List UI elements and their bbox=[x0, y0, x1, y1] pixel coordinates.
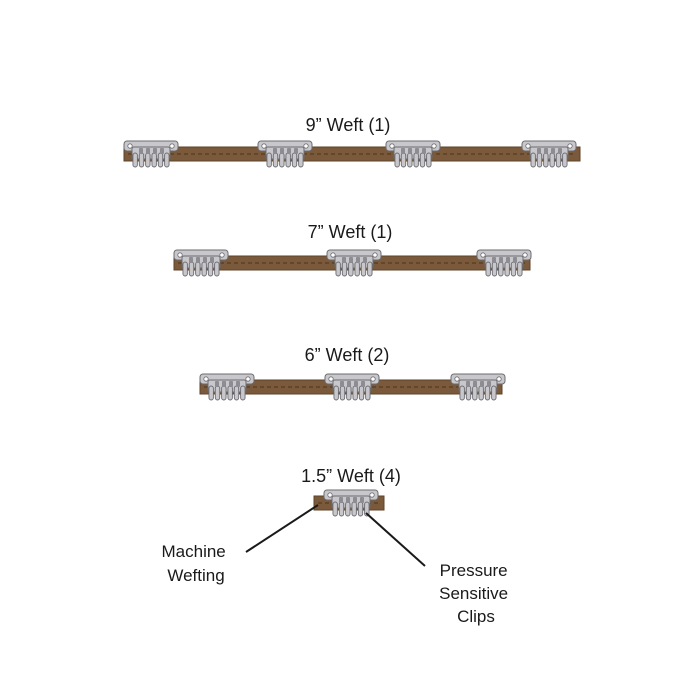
weft-1-5in: 1.5” Weft (4) bbox=[301, 466, 401, 517]
callout-pressure-line-2: Sensitive bbox=[439, 584, 508, 603]
weft-1-5in-title: 1.5” Weft (4) bbox=[301, 466, 401, 486]
weft-9in: 9” Weft (1) bbox=[123, 115, 581, 168]
clip-icon bbox=[323, 489, 379, 517]
weft-6in: 6” Weft (2) bbox=[199, 345, 506, 401]
weft-9in-graphic bbox=[123, 140, 581, 168]
weft-7in: 7” Weft (1) bbox=[173, 222, 532, 277]
callout-machine-line-1: Machine bbox=[162, 542, 226, 561]
callout-line-pressure-clips bbox=[365, 512, 426, 567]
weft-7in-graphic bbox=[173, 249, 532, 277]
weft-6in-graphic bbox=[199, 373, 506, 401]
clip-icon bbox=[450, 373, 506, 401]
callout-machine-wefting: Machine Wefting bbox=[162, 504, 319, 585]
clip-icon bbox=[521, 140, 577, 168]
callout-line-machine-wefting bbox=[245, 504, 319, 553]
callout-machine-line-2: Wefting bbox=[167, 566, 224, 585]
callout-label-pressure-clips: Pressure Sensitive Clips bbox=[439, 561, 513, 626]
weft-7in-title: 7” Weft (1) bbox=[308, 222, 393, 242]
callout-pressure-clips: Pressure Sensitive Clips bbox=[365, 512, 513, 626]
clip-icon bbox=[257, 140, 313, 168]
clip-icon bbox=[326, 249, 382, 277]
clip-icon bbox=[385, 140, 441, 168]
clip-icon bbox=[173, 249, 229, 277]
clip-icon bbox=[123, 140, 179, 168]
callout-label-machine-wefting: Machine Wefting bbox=[162, 542, 231, 585]
clip-icon bbox=[324, 373, 380, 401]
callout-pressure-line-3: Clips bbox=[457, 607, 495, 626]
clip-icon bbox=[476, 249, 532, 277]
weft-9in-title: 9” Weft (1) bbox=[306, 115, 391, 135]
weft-6in-title: 6” Weft (2) bbox=[305, 345, 390, 365]
callout-pressure-line-1: Pressure bbox=[440, 561, 508, 580]
clip-icon bbox=[199, 373, 255, 401]
weft-1-5in-graphic bbox=[313, 489, 385, 517]
